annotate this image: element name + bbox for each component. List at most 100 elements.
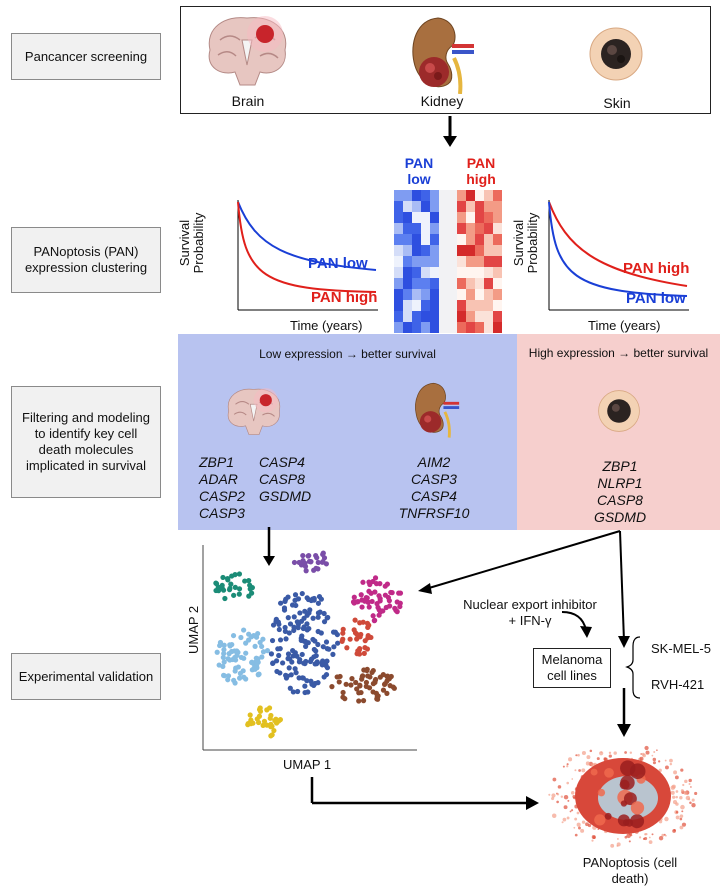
heatmap-cell — [421, 278, 430, 289]
umap-point — [236, 571, 243, 577]
umap-point — [370, 613, 376, 619]
heatmap-cell — [421, 201, 430, 212]
low-expression-region — [178, 334, 517, 530]
umap-point — [355, 648, 361, 654]
umap-point — [359, 676, 365, 682]
umap-point — [240, 668, 246, 674]
umap-point — [308, 597, 314, 604]
umap-point — [306, 552, 312, 559]
gene: CASP4 — [411, 488, 457, 504]
umap-point — [324, 658, 330, 664]
umap-point — [300, 552, 306, 559]
umap-point — [232, 654, 238, 661]
umap-point — [287, 621, 294, 627]
debris-particle — [561, 821, 564, 824]
umap-point — [343, 681, 349, 687]
heatmap-cell — [439, 278, 448, 289]
debris-particle — [680, 789, 684, 793]
umap-point — [276, 626, 282, 633]
debris-particle — [679, 825, 684, 830]
umap-point — [304, 595, 310, 601]
gene: ZBP1 — [199, 454, 235, 470]
cell-fragment — [590, 768, 598, 776]
arrow-screening-to-clustering — [443, 116, 457, 147]
debris-particle — [671, 784, 676, 789]
heatmap-cell — [493, 311, 502, 322]
debris-particle — [616, 842, 621, 847]
heatmap-cell — [421, 190, 430, 201]
heatmap-cell — [466, 234, 475, 245]
heatmap-cell — [412, 311, 421, 322]
umap-point — [366, 685, 373, 691]
gene: GSDMD — [593, 509, 647, 525]
umap-point — [382, 680, 388, 687]
heatmap-cell — [457, 278, 466, 289]
debris-particle — [591, 839, 594, 842]
gene: CASP3 — [411, 471, 457, 487]
debris-particle — [691, 798, 695, 802]
panoptotic-cell-illustration — [548, 745, 698, 848]
debris-particle — [690, 786, 692, 788]
heatmap-cell — [394, 234, 403, 245]
umap-point — [288, 672, 294, 678]
heatmap-cell — [421, 223, 430, 234]
debris-particle — [596, 757, 600, 761]
debris-particle — [574, 817, 578, 821]
debris-particle — [656, 749, 658, 752]
gene: ZBP1 — [602, 458, 638, 474]
heatmap-cell — [466, 278, 475, 289]
heatmap-cell — [394, 256, 403, 267]
debris-particle — [689, 801, 692, 805]
umap-point — [270, 622, 277, 628]
umap-point — [276, 652, 282, 659]
heatmap-cell — [493, 201, 502, 212]
umap-point — [232, 668, 238, 674]
umap-point — [372, 589, 378, 595]
umap-point — [366, 579, 372, 585]
skin-illustration — [589, 27, 643, 81]
umap-point — [273, 716, 279, 722]
umap-point — [241, 627, 247, 633]
umap-point — [274, 668, 280, 675]
debris-particle — [658, 819, 663, 824]
umap-point — [235, 664, 241, 670]
stage-filtering-modeling: Filtering and modeling to identify key c… — [11, 386, 161, 498]
debris-particle — [648, 836, 651, 839]
debris-particle — [589, 749, 593, 753]
heatmap-cell — [430, 256, 439, 267]
heatmap-cell — [466, 311, 475, 322]
heatmap-cell — [457, 322, 466, 333]
umap-point — [247, 582, 253, 588]
umap-point — [289, 659, 295, 665]
umap-point — [232, 572, 238, 578]
cell-fragment — [604, 767, 614, 778]
heatmap-cell — [439, 245, 448, 256]
umap-point — [236, 675, 243, 681]
umap-point — [308, 678, 314, 684]
umap-point — [228, 581, 234, 587]
heatmap-cell — [484, 322, 493, 333]
stage-experimental-validation: Experimental validation — [11, 653, 161, 700]
heatmap-cell — [430, 278, 439, 289]
heatmap-cell — [394, 223, 403, 234]
umap-point — [225, 577, 231, 583]
gene: CASP8 — [597, 492, 643, 508]
debris-particle — [661, 833, 665, 837]
high-expression-region — [517, 334, 720, 530]
umap-point — [307, 658, 314, 665]
heatmap-cell — [484, 278, 493, 289]
heatmap-cell — [475, 322, 484, 333]
debris-particle — [669, 758, 673, 763]
heatmap-cell — [457, 311, 466, 322]
umap-point — [285, 655, 291, 661]
heatmap-cell — [412, 267, 421, 278]
heatmap-cell — [412, 212, 421, 223]
heatmap-low-label: PAN low — [404, 155, 434, 187]
umap-point — [296, 675, 302, 681]
kidney-gene-list: AIM2 CASP3 CASP4 TNFRSF10 — [392, 454, 476, 522]
umap-point — [348, 682, 354, 688]
brain-label: Brain — [231, 93, 265, 109]
debris-particle — [644, 836, 648, 841]
umap-point — [356, 698, 362, 704]
debris-particle — [562, 765, 565, 768]
